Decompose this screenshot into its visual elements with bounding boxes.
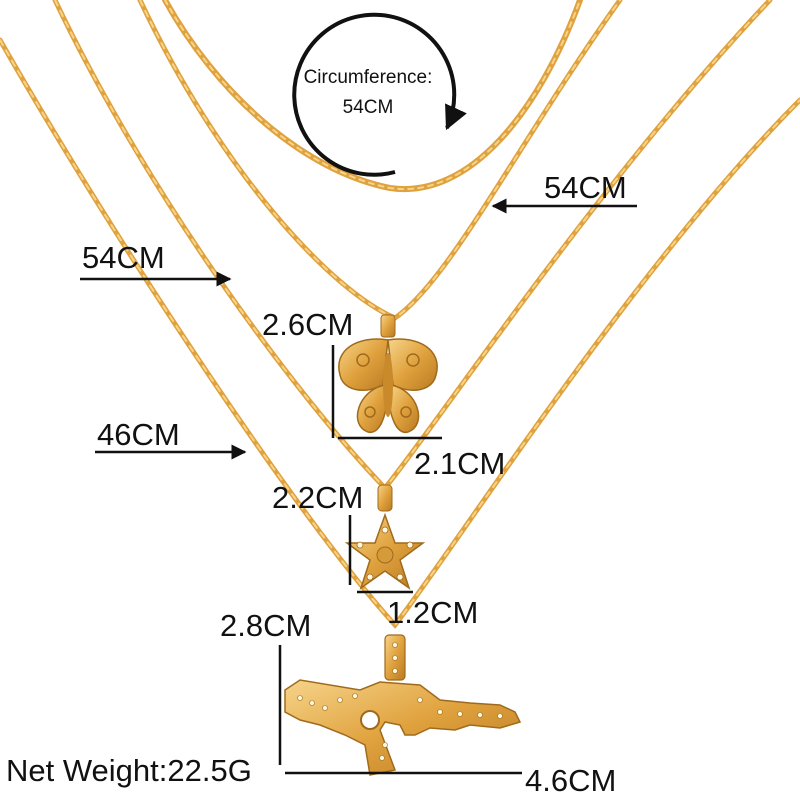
star-pendant [344,484,426,590]
butterfly-width-label: 2.1CM [414,446,506,481]
chain-1-length: 54CM [544,170,627,205]
chain-2-length: 54CM [82,240,165,275]
circumference-arrow [292,12,467,177]
circumference-label: Circumference: [303,67,433,88]
circumference-value: 54CM [342,97,394,118]
chain-3-length: 46CM [97,417,180,452]
butterfly-pendant [338,314,438,433]
chain-1 [162,0,583,193]
rifle-pendant [284,634,522,776]
rifle-width-label: 4.6CM [525,763,617,798]
star-height-label: 2.2CM [272,480,364,515]
chain-group [0,0,800,629]
butterfly-height-label: 2.6CM [262,307,354,342]
rifle-height-label: 2.8CM [220,608,312,643]
star-width-label: 1.2CM [387,595,479,630]
net-weight-label: Net Weight:22.5G [6,753,252,788]
